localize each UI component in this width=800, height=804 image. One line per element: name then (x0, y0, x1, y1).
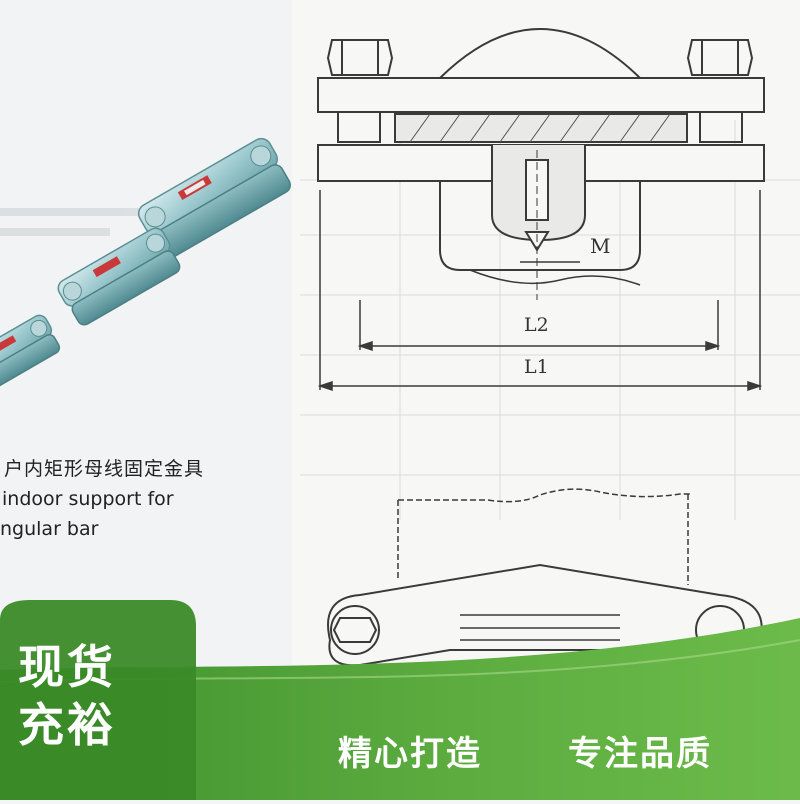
medium-clamp (57, 227, 181, 326)
technical-drawing (300, 28, 800, 667)
small-clamp (0, 314, 61, 394)
slogan-crafted: 精心打造 (338, 734, 482, 774)
bus-clamp-product-photo (0, 137, 291, 394)
dimension-label-l2: L2 (524, 314, 549, 336)
badge-background (0, 600, 196, 800)
caption-chinese: 户内矩形母线固定金具 (4, 458, 205, 480)
green-promo-banner (0, 600, 800, 800)
plan-view (327, 488, 763, 667)
caption-english-line2: ngular bar (0, 518, 99, 540)
badge-text: 现货 充裕 (18, 638, 168, 754)
dimension-label-l1: L1 (524, 356, 549, 378)
dimension-label-m: M (590, 234, 611, 258)
large-clamp (137, 137, 291, 259)
badge-line2: 充裕 (18, 698, 116, 752)
caption-english-line1: indoor support for (2, 488, 174, 510)
badge-line1: 现货 (18, 640, 116, 694)
dimension-lines (317, 190, 763, 392)
section-view (317, 28, 765, 300)
slogan-quality: 专注品质 (568, 734, 712, 774)
